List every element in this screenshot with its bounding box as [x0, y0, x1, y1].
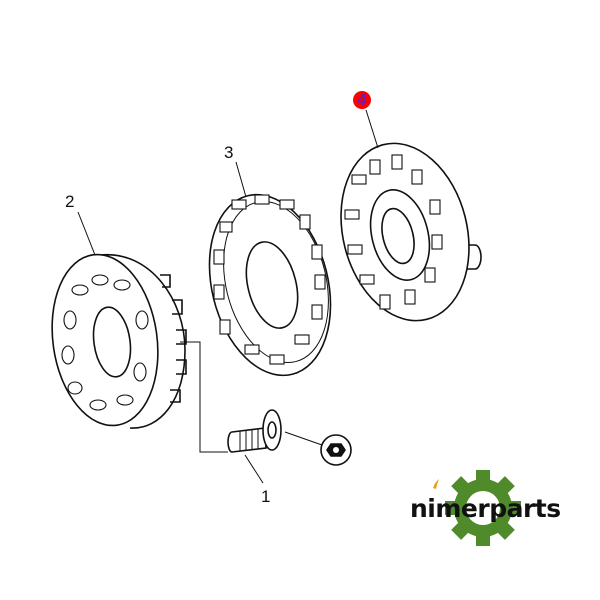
logo-text: nimerparts [410, 494, 561, 523]
callout-3[interactable]: 3 [224, 143, 233, 162]
part-3-rubber-insert[interactable] [191, 182, 348, 389]
gear-icon [445, 470, 521, 546]
callout-2[interactable]: 2 [65, 192, 74, 211]
highlight-marker[interactable] [353, 91, 371, 109]
callout-4[interactable]: 4 [356, 90, 367, 109]
callout-1[interactable]: 1 [261, 487, 270, 506]
hex-socket-icon [320, 434, 352, 466]
part-2-coupling-ring[interactable] [42, 248, 187, 433]
nimerparts-logo: nimerparts [410, 470, 561, 546]
part-1-screw[interactable] [227, 409, 282, 453]
assembly-bracket-line [180, 341, 228, 453]
part-4-hub[interactable] [323, 130, 487, 335]
